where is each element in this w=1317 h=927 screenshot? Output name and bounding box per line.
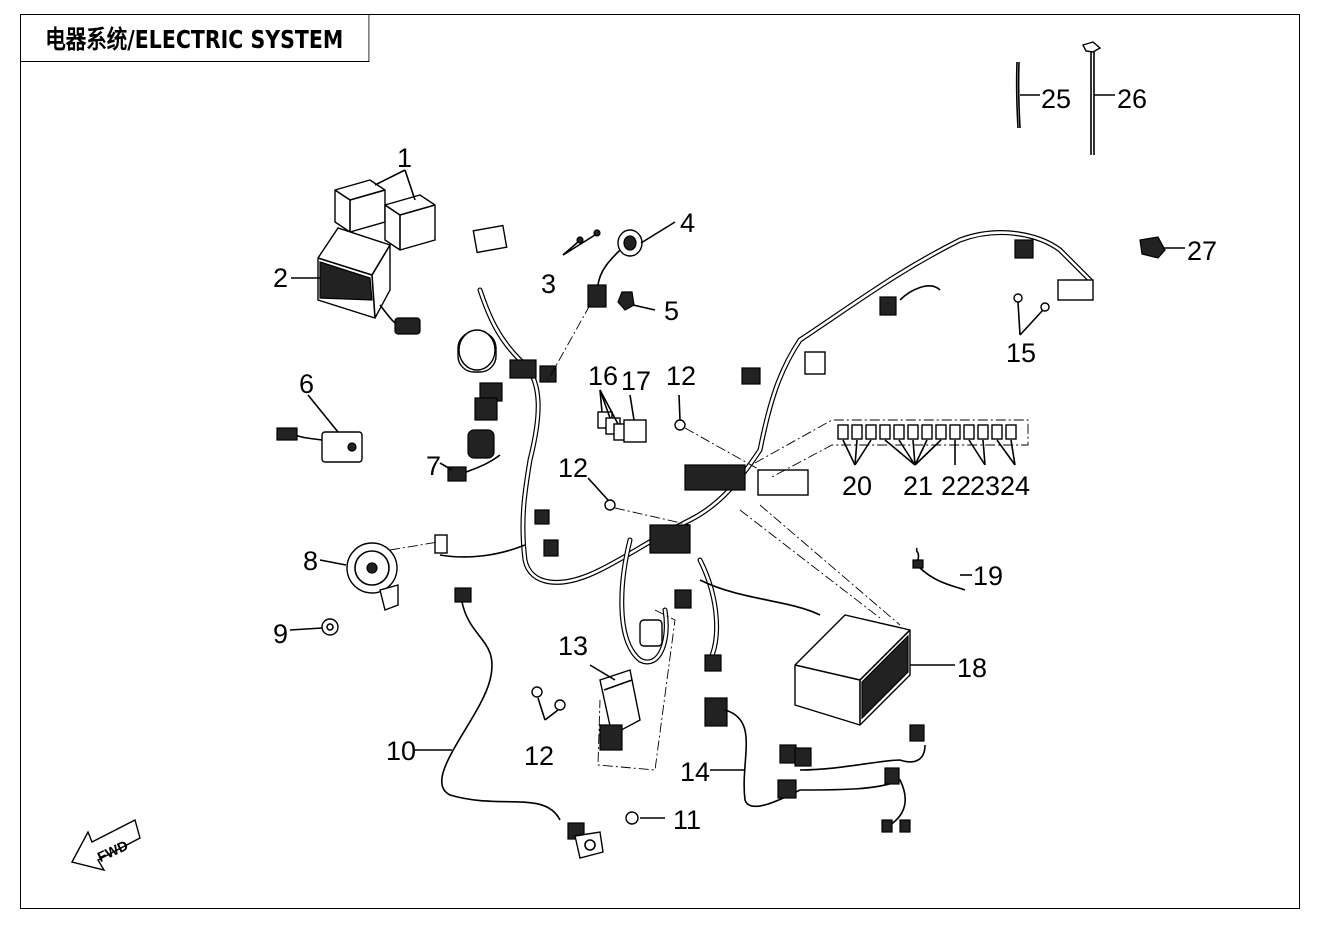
callout-5: 5 xyxy=(664,296,679,326)
part-13-module xyxy=(589,609,676,771)
callout-7: 7 xyxy=(426,451,441,481)
diagram-frame xyxy=(20,14,1300,909)
callout-1: 1 xyxy=(397,143,412,173)
callout-labels: 1 2 3 4 5 6 7 8 9 10 11 12 12 12 13 14 1… xyxy=(273,84,1217,835)
fuse-strip xyxy=(754,419,1029,479)
callout-21: 21 xyxy=(903,471,933,501)
part-14-sub-harness xyxy=(704,697,926,833)
callout-22: 22 xyxy=(941,471,971,501)
callout-12b: 12 xyxy=(558,453,588,483)
callout-24: 24 xyxy=(1000,471,1030,501)
part-25-26-ties xyxy=(1015,41,1115,155)
callout-12a: 12 xyxy=(666,361,696,391)
page-title: 电器系统/ELECTRIC SYSTEM xyxy=(45,24,344,54)
callout-4: 4 xyxy=(680,208,695,238)
part-1-relays xyxy=(334,169,436,251)
callout-25: 25 xyxy=(1041,84,1071,114)
part-12-bolts xyxy=(531,394,761,721)
title-box: 电器系统/ELECTRIC SYSTEM xyxy=(20,14,370,62)
callout-12c: 12 xyxy=(524,741,554,771)
callout-18: 18 xyxy=(957,653,987,683)
fwd-arrow-icon: FWD xyxy=(70,818,141,872)
callout-17: 17 xyxy=(621,366,651,396)
part-6-socket xyxy=(276,394,363,463)
part-3-4-5 xyxy=(547,221,676,381)
part-9-nut xyxy=(289,618,339,636)
part-10-sensor-cable xyxy=(415,587,604,859)
callout-6: 6 xyxy=(299,369,314,399)
callout-10: 10 xyxy=(386,736,416,766)
callout-27: 27 xyxy=(1187,236,1217,266)
part-18-battery xyxy=(739,504,955,726)
leader-7 xyxy=(439,462,453,471)
callout-8: 8 xyxy=(303,546,318,576)
callout-13: 13 xyxy=(558,631,588,661)
part-15-screws xyxy=(1013,293,1050,336)
harness-connectors xyxy=(434,224,1094,672)
callout-3: 3 xyxy=(541,269,556,299)
callout-15: 15 xyxy=(1006,338,1036,368)
callout-23: 23 xyxy=(970,471,1000,501)
part-27-connector xyxy=(1139,236,1185,259)
part-2-fuse-box xyxy=(291,227,421,335)
callout-20: 20 xyxy=(842,471,872,501)
callout-19: 19 xyxy=(973,561,1003,591)
part-8-horn xyxy=(319,541,439,611)
part-11-bolt xyxy=(625,811,665,825)
callout-14: 14 xyxy=(680,757,710,787)
part-19-cable xyxy=(912,547,972,591)
callout-9: 9 xyxy=(273,619,288,649)
part-16-17-relays xyxy=(597,389,647,443)
callout-16: 16 xyxy=(588,361,618,391)
callout-2: 2 xyxy=(273,263,288,293)
main-wiring-harness xyxy=(439,230,1093,665)
callout-11: 11 xyxy=(673,805,701,835)
callout-26: 26 xyxy=(1117,84,1147,114)
